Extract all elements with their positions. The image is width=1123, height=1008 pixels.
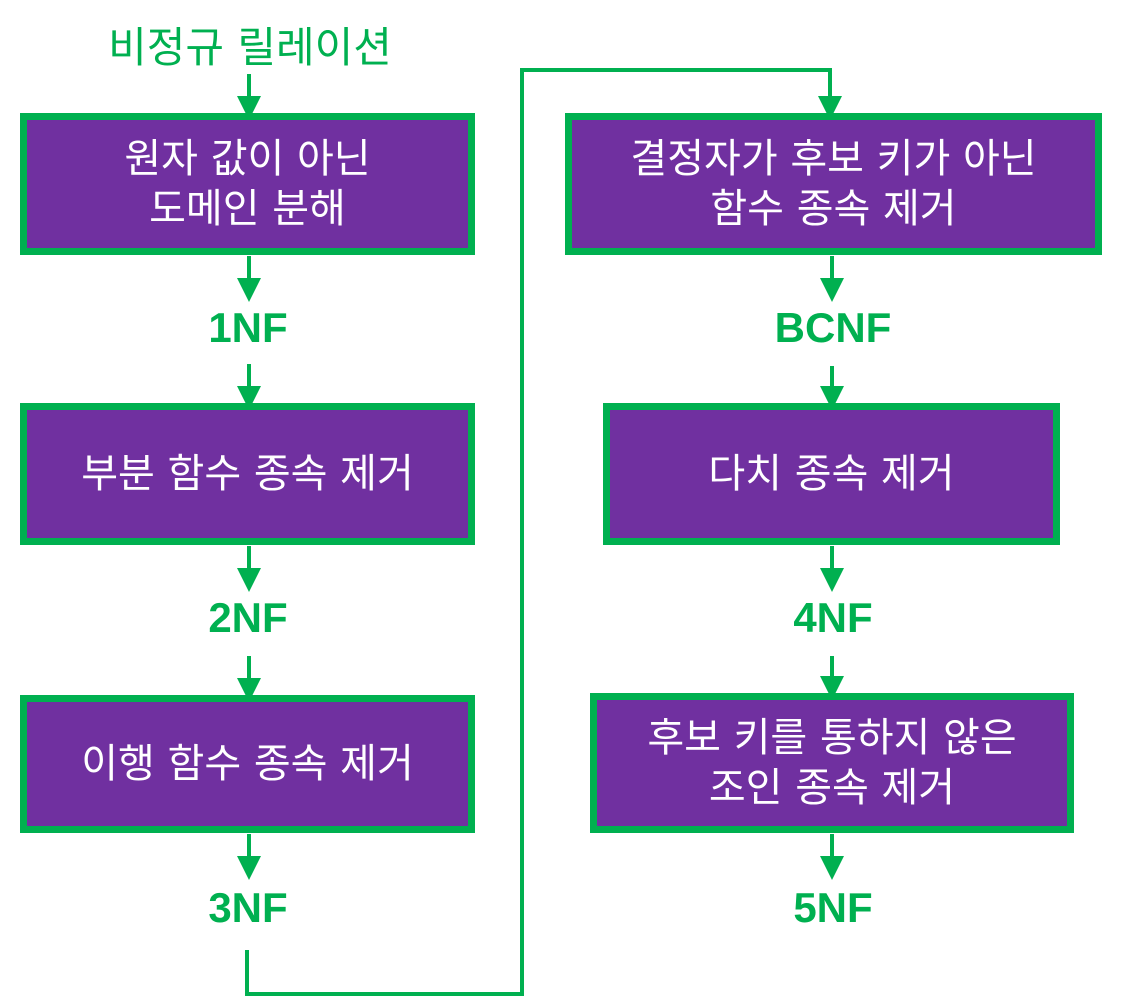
box-decompose-domain-line1: 원자 값이 아닌 <box>124 136 371 182</box>
connector-3nf-to-box4 <box>245 68 842 996</box>
box-decompose-domain-line2: 도메인 분해 <box>149 186 346 232</box>
box-remove-transitive-dependency: 이행 함수 종속 제거 <box>20 695 475 833</box>
box-remove-join-dependency-line1: 후보 키를 통하지 않은 <box>647 715 1017 761</box>
box-remove-partial-dependency: 부분 함수 종속 제거 <box>20 403 475 545</box>
box-remove-multivalued-dependency-line1: 다치 종속 제거 <box>708 451 955 497</box>
start-label: 비정규 릴레이션 <box>108 23 392 72</box>
box-remove-partial-dependency-line1: 부분 함수 종속 제거 <box>81 451 414 497</box>
label-3nf: 3NF <box>208 884 288 931</box>
box-remove-non-candidate-determinant-line1: 결정자가 후보 키가 아닌 <box>630 136 1037 182</box>
label-bcnf: BCNF <box>774 304 892 351</box>
label-1nf: 1NF <box>208 304 288 351</box>
box-remove-join-dependency-line2: 조인 종속 제거 <box>708 765 956 811</box>
label-4nf: 4NF <box>793 594 873 641</box>
box-remove-non-candidate-determinant: 결정자가 후보 키가 아닌 함수 종속 제거 <box>565 113 1102 255</box>
box-remove-transitive-dependency-line1: 이행 함수 종속 제거 <box>81 741 414 787</box>
label-2nf: 2NF <box>208 594 288 641</box>
label-5nf: 5NF <box>793 884 873 931</box>
box-remove-non-candidate-determinant-line2: 함수 종속 제거 <box>710 186 957 232</box>
